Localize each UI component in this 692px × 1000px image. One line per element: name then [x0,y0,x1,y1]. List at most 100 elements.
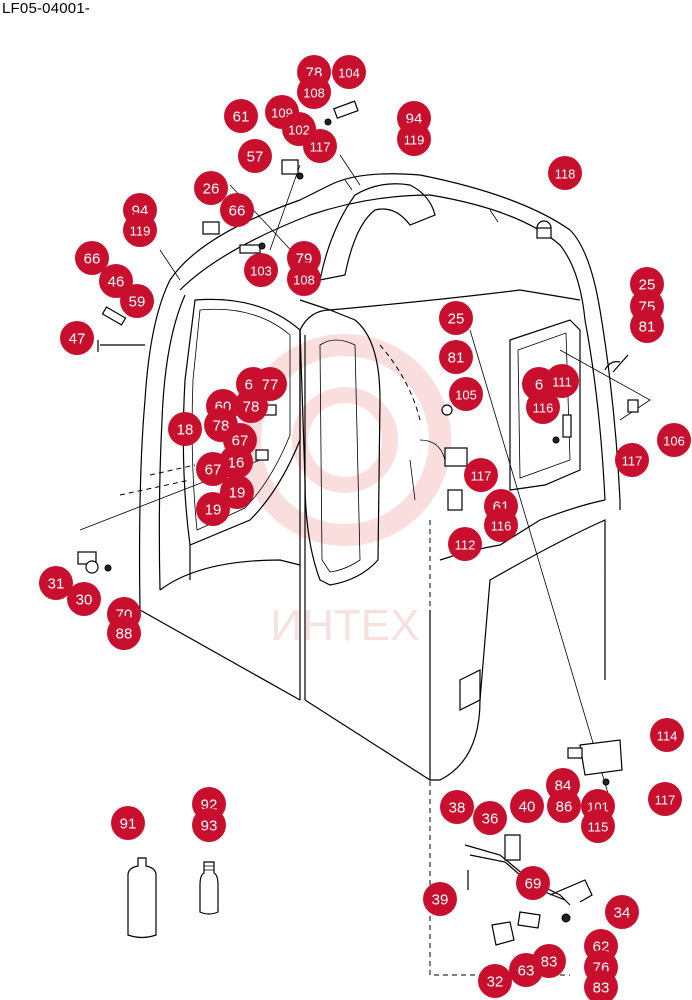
hardware-parts [77,100,639,946]
callout-label: 117 [471,469,492,484]
callout-label: 30 [76,592,93,609]
callout-26: 26 [194,171,228,205]
callout-label: 26 [203,181,220,198]
callout-119: 119 [123,213,157,247]
callout-label: 25 [448,311,465,328]
callout-label: 117 [622,454,643,469]
callout-label: 57 [247,149,264,166]
callout-circle [439,301,473,335]
callout-circle [192,808,226,842]
callout-label: 111 [552,375,572,390]
callout-label: 106 [663,434,685,449]
callout-circle [303,129,337,163]
callout-circle [440,790,474,824]
callout-label: 78 [243,399,260,416]
callout-circle [439,340,473,374]
callout-108: 108 [297,75,331,109]
callout-circle [60,321,94,355]
callout-30: 30 [67,582,101,616]
callout-93: 93 [192,808,226,842]
callout-circle [648,782,682,816]
callout-label: 47 [69,331,86,348]
callout-91: 91 [111,806,145,840]
callout-117: 117 [464,458,498,492]
callout-label: 67 [205,462,222,479]
callout-117: 117 [648,782,682,816]
callout-label: 119 [404,133,425,148]
callout-circle [194,171,228,205]
drawing-number: LF05-04001- [2,0,91,17]
callout-39: 39 [423,882,457,916]
callout-label: 116 [491,519,512,534]
cab-body [79,154,651,976]
callout-19: 19 [196,492,230,526]
callout-circle [397,122,431,156]
callout-111: 111 [545,364,579,398]
callout-67: 67 [196,452,230,486]
callout-38: 38 [440,790,474,824]
callout-circle [220,193,254,227]
callout-circle [238,139,272,173]
callout-circle [332,55,366,89]
callout-circle [545,364,579,398]
callout-66: 66 [75,241,109,275]
callout-label: 19 [205,502,222,519]
callout-circle [107,616,141,650]
callout-label: 32 [487,974,504,991]
callout-label: 39 [432,892,449,909]
callout-31: 31 [39,566,73,600]
callout-label: 40 [519,799,536,816]
callout-label: 117 [655,793,676,808]
bottle-91 [127,857,157,939]
callout-circle [196,492,230,526]
callout-circle [297,75,331,109]
callout-81: 81 [439,340,473,374]
callout-label: 63 [518,963,535,980]
callout-112: 112 [448,527,482,561]
callout-circle [123,213,157,247]
callout-circle [244,253,278,287]
callout-label: 115 [588,820,609,835]
callout-circle [584,970,618,1000]
callout-label: 108 [303,86,325,101]
callout-circle [657,423,691,457]
callout-label: 83 [593,980,610,997]
callout-circle [547,789,581,823]
callout-104: 104 [332,55,366,89]
callout-label: 66 [84,251,101,268]
callout-label: 83 [541,954,558,971]
callout-label: 91 [120,816,137,833]
callout-label: 31 [48,576,65,593]
callout-36: 36 [473,801,507,835]
callout-118: 118 [548,156,582,190]
callout-circle [75,241,109,275]
callout-32: 32 [478,964,512,998]
bottle-92 [199,861,219,915]
callout-34: 34 [605,895,639,929]
callout-77: 77 [253,367,287,401]
callout-25: 25 [439,301,473,335]
callout-label: 108 [293,273,315,288]
callout-circle [253,367,287,401]
callout-label: 77 [262,377,279,394]
callout-circle [510,789,544,823]
callout-circle [39,566,73,600]
callout-label: 61 [233,109,250,126]
callout-103: 103 [244,253,278,287]
callout-circle [168,412,202,446]
callout-circle [650,718,684,752]
callout-label: 78 [213,418,230,435]
callout-116: 116 [526,390,560,424]
callout-label: 38 [449,800,466,817]
callout-105: 105 [449,377,483,411]
callout-label: 18 [177,422,194,439]
callout-circle [484,508,518,542]
callout-circle [473,801,507,835]
callout-label: 81 [448,350,465,367]
callout-circle [423,882,457,916]
callout-18: 18 [168,412,202,446]
callout-label: 112 [455,538,476,553]
callout-label: 36 [482,811,499,828]
callout-circle [67,582,101,616]
callout-circle [111,806,145,840]
